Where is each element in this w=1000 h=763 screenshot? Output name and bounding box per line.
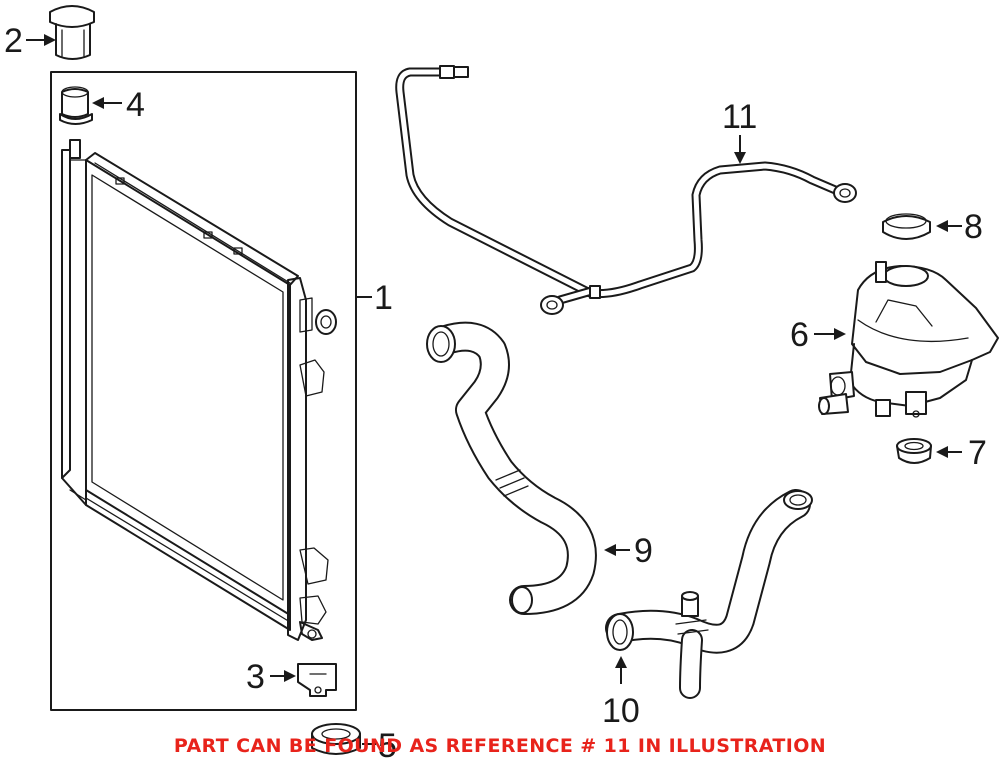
callout-9: 9: [604, 532, 653, 570]
callout-5-label: 5: [378, 727, 397, 763]
callout-3: 3: [246, 658, 296, 696]
callout-6: 6: [790, 316, 846, 354]
callout-6-label: 6: [790, 316, 809, 354]
cap-part-8: [882, 213, 931, 240]
callout-10-label: 10: [602, 692, 640, 730]
reference-note: PART CAN BE FOUND AS REFERENCE # 11 IN I…: [174, 735, 826, 757]
callout-9-label: 9: [634, 532, 653, 570]
callout-1: 1: [356, 279, 393, 317]
callout-2-label: 2: [4, 22, 23, 60]
callout-4: 4: [92, 86, 145, 124]
callout-8: 8: [936, 208, 983, 246]
bracket-part-3: [297, 663, 337, 697]
radiator-group-frame: [50, 71, 357, 711]
callout-11-label: 11: [722, 98, 757, 136]
callout-7-label: 7: [968, 434, 987, 472]
pipe-part-11: [395, 65, 857, 315]
radiator-part-1: [50, 71, 357, 711]
callout-3-label: 3: [246, 658, 265, 696]
cap-part-2: [49, 5, 95, 60]
callout-1-label: 1: [374, 279, 393, 317]
callout-7: 7: [936, 434, 987, 472]
grommet-part-5: [311, 723, 361, 755]
expansion-tank-part-6: [818, 261, 999, 418]
bushing-part-4: [59, 86, 93, 125]
callout-2: 2: [4, 22, 56, 60]
hose-part-9: [426, 321, 597, 615]
callout-4-label: 4: [126, 86, 145, 124]
callout-10: 10: [602, 656, 640, 730]
grommet-part-7: [896, 438, 932, 464]
hose-part-10: [605, 489, 813, 699]
callout-11: 11: [722, 98, 757, 164]
callout-8-label: 8: [964, 208, 983, 246]
callout-5: 5: [362, 727, 397, 763]
